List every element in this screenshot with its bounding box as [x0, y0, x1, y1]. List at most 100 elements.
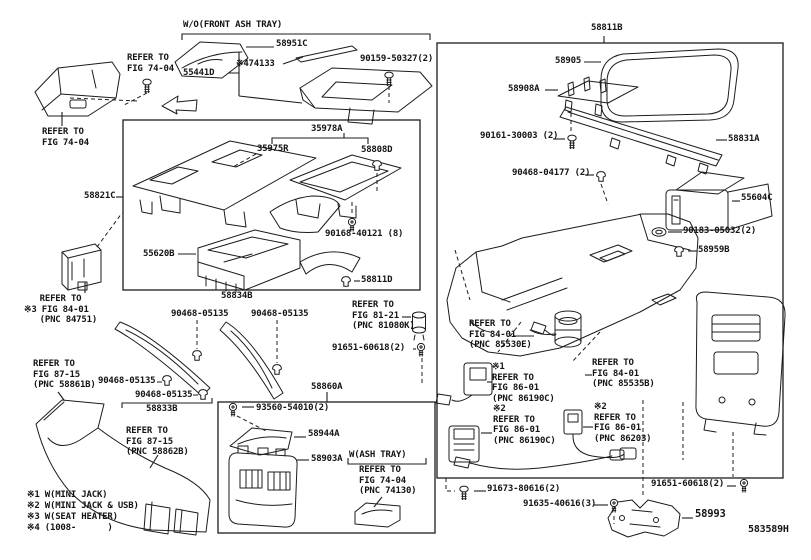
label-p90468-05135-d: 90468-05135	[135, 390, 193, 400]
sketch-console-panel-assy	[132, 140, 317, 228]
label-p55441D: 55441D	[183, 68, 215, 78]
label-p58951C: 58951C	[276, 39, 308, 49]
label-refer-8601-86203: ※2 REFER TO FIG 86-01 (PNC 86203)	[594, 402, 652, 444]
label-p35978A: 35978A	[311, 124, 343, 134]
sketch-power-outlet-85530e	[530, 310, 582, 348]
label-p90468-05135-b: 90468-05135	[251, 309, 309, 319]
label-p58905: 58905	[555, 56, 582, 66]
sketch-ecu-84751	[61, 243, 102, 291]
label-p90168-40121: 90168-40121 (8)	[325, 229, 404, 239]
label-p58811D: 58811D	[361, 275, 393, 285]
bolt-icon	[142, 78, 152, 94]
label-p55620B: 55620B	[143, 249, 175, 259]
label-p90161-30003: 90161-30003 (2)	[480, 131, 559, 141]
label-p58811B: 58811B	[591, 23, 623, 33]
label-diagram-code: 583589H	[748, 524, 789, 535]
clip-icon	[272, 364, 282, 375]
sketch-lamp-81080k	[412, 311, 426, 341]
label-refer-8601-86190C-1: ※1 REFER TO FIG 86-01 (PNC 86190C)	[492, 362, 555, 404]
sketch-box-55604c	[665, 171, 773, 231]
label-p90183-05032: 90183-05032(2)	[683, 226, 757, 236]
label-refer-8401-85530E: REFER TO FIG 84-01 (PNC 85530E)	[469, 319, 532, 350]
sketch-aux-jack-86190c	[435, 362, 493, 406]
label-p91635-40616: 91635-40616(3)	[523, 499, 597, 509]
label-p90468-05135-a: 90468-05135	[171, 309, 229, 319]
clip-icon	[198, 389, 208, 400]
label-p474133: ※474133	[236, 59, 275, 69]
sketch-hinge-58908a	[557, 76, 639, 117]
label-p91651-60618-b: 91651-60618(2)	[651, 479, 725, 489]
clip-icon	[192, 350, 202, 361]
label-p90159-50327: 90159-50327(2)	[360, 54, 434, 64]
label-note-4: ※4 (1008- )	[27, 523, 113, 533]
label-refer-8715-58862B: REFER TO FIG 87-15 (PNC 58862B)	[126, 426, 189, 457]
screw-icon	[228, 402, 238, 417]
label-p58833B: 58833B	[146, 404, 178, 414]
label-p58993: 58993	[695, 508, 726, 520]
label-refer-8401-84751: REFER TO ※3 FIG 84-01 (PNC 84751)	[24, 294, 98, 325]
label-note-3: ※3 W(SEAT HEATER)	[27, 512, 118, 522]
bolt-icon	[567, 134, 577, 150]
label-refer-7404-a: REFER TO FIG 74-04	[127, 53, 174, 74]
label-refer-8401-85535B: REFER TO FIG 84-01 (PNC 85535B)	[592, 358, 655, 389]
sketch-console-compartment-door	[34, 61, 121, 117]
label-p58908A: 58908A	[508, 84, 540, 94]
sketch-lid-58944a	[229, 427, 293, 456]
label-w-ash-tray: W(ASH TRAY)	[349, 450, 407, 460]
label-p58808D: 58808D	[361, 145, 393, 155]
label-p58860A: 58860A	[311, 382, 343, 392]
sketch-vent-panel-58903a	[228, 445, 298, 528]
label-refer-8715-58861B: REFER TO FIG 87-15 (PNC 58861B)	[33, 359, 96, 390]
label-p55604C: 55604C	[741, 193, 773, 203]
label-p58821C: 58821C	[84, 191, 116, 201]
sketch-console-body	[446, 213, 699, 357]
label-refer-8121-81080K: REFER TO FIG 81-21 (PNC 81080K)	[352, 300, 415, 331]
label-p35975R: 35975R	[257, 144, 289, 154]
clip-icon	[341, 276, 351, 287]
label-note-2: ※2 W(MINI JACK & USB)	[27, 501, 139, 511]
sketch-scuff-strip-right	[219, 321, 284, 400]
label-p91651-60618-a: 91651-60618(2)	[332, 343, 406, 353]
sketch-cable	[453, 449, 625, 470]
sketch-armrest-lid-58905	[600, 48, 739, 123]
sketch-carpet-mat	[269, 195, 341, 233]
sketch-ash-tray	[354, 502, 401, 528]
sketch-wire-86203	[563, 409, 637, 460]
label-p58831A: 58831A	[728, 134, 760, 144]
label-p58944A: 58944A	[308, 429, 340, 439]
sketch-cover-plate	[299, 251, 361, 275]
label-wo-front-ash-tray: W/O(FRONT ASH TRAY)	[183, 20, 283, 30]
sketch-upper-panel-55441d	[299, 67, 433, 125]
sketch-cupholder-55620b	[197, 229, 301, 293]
sketch-usb-adapter-86190c	[448, 425, 480, 463]
bolt-icon	[459, 485, 469, 501]
label-p93560-54010: 93560-54010(2)	[256, 403, 330, 413]
clip-icon	[674, 246, 684, 257]
group-box-console-assy	[436, 42, 784, 479]
sketch-rear-panel	[695, 291, 786, 436]
sketch-lid-58951c	[174, 41, 249, 79]
label-refer-8601-86190C-2: ※2 REFER TO FIG 86-01 (PNC 86190C)	[493, 404, 556, 446]
sketch-strip-474133	[295, 45, 358, 63]
screw-icon	[739, 478, 749, 493]
clip-icon	[162, 375, 172, 386]
sketch-tray-frame	[289, 154, 402, 219]
direction-arrow-icon	[161, 95, 198, 115]
sketch-strip-58831a	[559, 106, 723, 175]
label-p58834B: 58834B	[221, 291, 253, 301]
group-box-rear-panel	[217, 401, 436, 534]
label-note-1: ※1 W(MINI JACK)	[27, 490, 108, 500]
group-box-console-panel	[122, 119, 421, 291]
label-p58903A: 58903A	[311, 454, 343, 464]
label-p90468-04177: 90468-04177 (2)	[512, 168, 591, 178]
bolt-icon	[384, 71, 394, 87]
sketch-rear-duct	[35, 399, 211, 536]
sketch-bracket-58993	[607, 499, 681, 538]
label-refer-7404-b: REFER TO FIG 74-04	[42, 127, 89, 148]
label-p58959B: 58959B	[698, 245, 730, 255]
label-p90468-05135-c: 90468-05135	[98, 376, 156, 386]
screw-icon	[609, 498, 619, 513]
grommet-icon	[651, 227, 667, 237]
